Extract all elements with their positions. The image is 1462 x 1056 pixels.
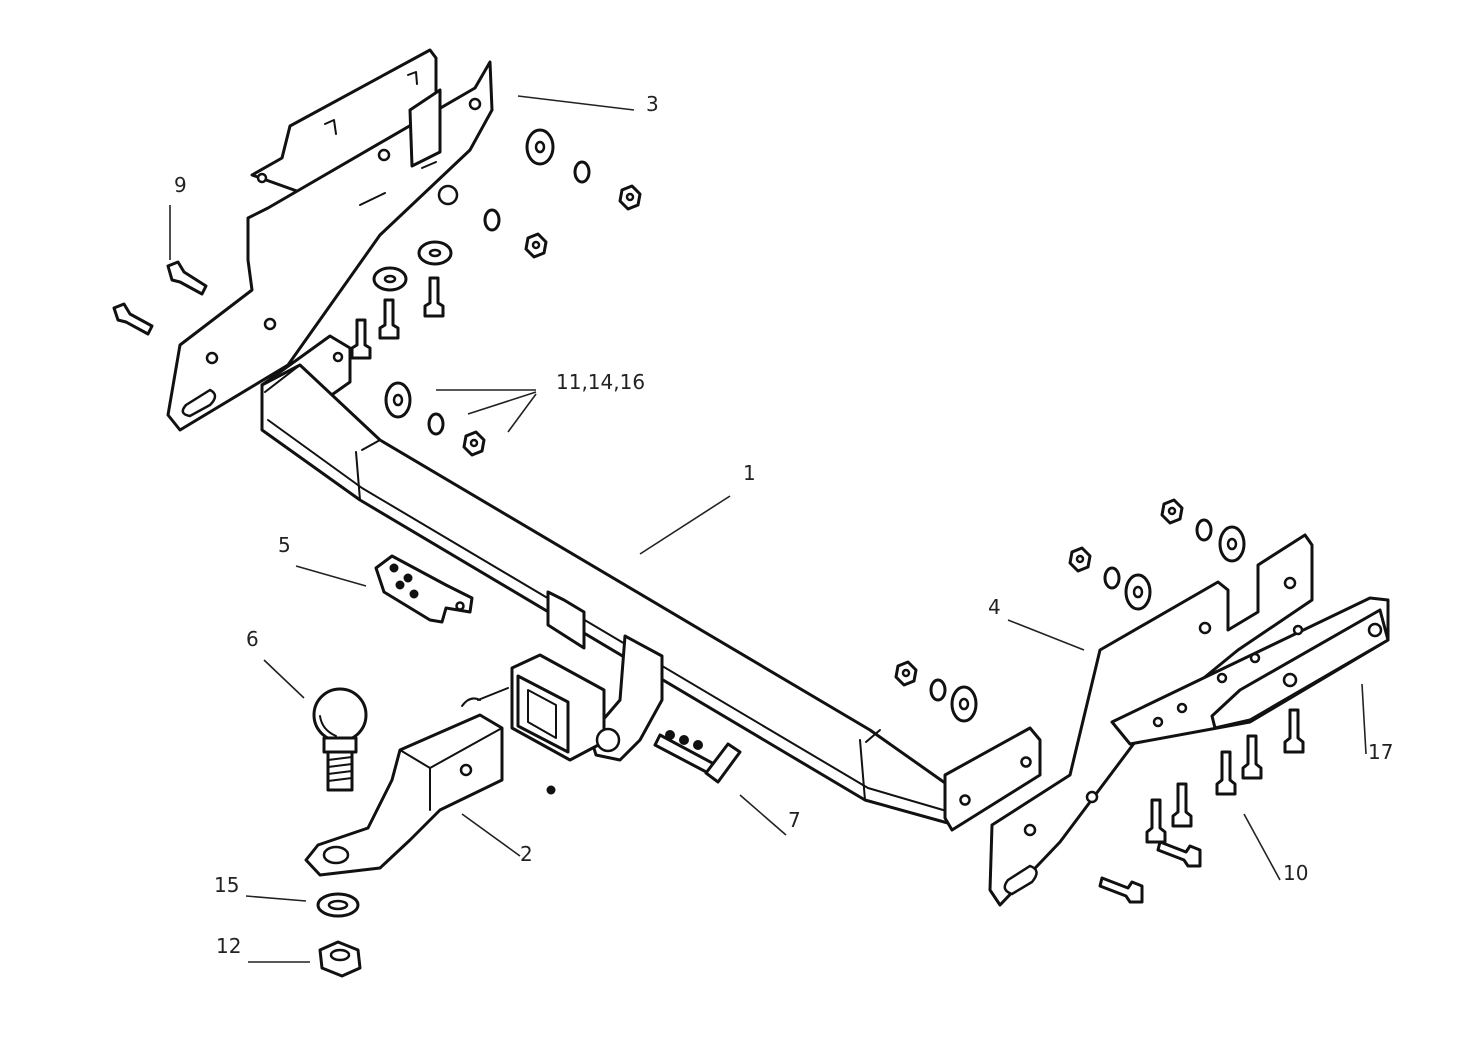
callout-11-14-16: 11,14,16 [556,370,645,394]
tow-ball-icon [312,687,368,792]
hitch-receiver [510,590,664,762]
callout-9: 9 [174,173,187,197]
callout-labels: 3 9 11,14,16 1 5 4 6 17 7 2 10 15 12 [174,92,1393,958]
hitch-pin-icon [546,730,742,795]
callout-3: 3 [646,92,659,116]
callout-17: 17 [1368,740,1393,764]
callout-10: 10 [1283,861,1308,885]
nut-icon [318,184,1184,978]
right-support-plate [1110,596,1390,746]
main-crossbeam [260,334,1042,832]
callout-12: 12 [216,934,241,958]
bolt-icon [112,260,1305,904]
washer-icon [316,128,1246,918]
callout-7: 7 [788,808,801,832]
callout-2: 2 [520,842,533,866]
callout-1: 1 [743,461,756,485]
callout-5: 5 [278,533,291,557]
socket-bracket [374,554,474,624]
ball-mount [304,687,509,877]
callout-6: 6 [246,627,259,651]
left-mounting-bracket [166,48,494,432]
leader-lines [169,95,1367,963]
callout-4: 4 [988,595,1001,619]
callout-15: 15 [214,873,239,897]
spring-washer-icon [427,160,1213,702]
